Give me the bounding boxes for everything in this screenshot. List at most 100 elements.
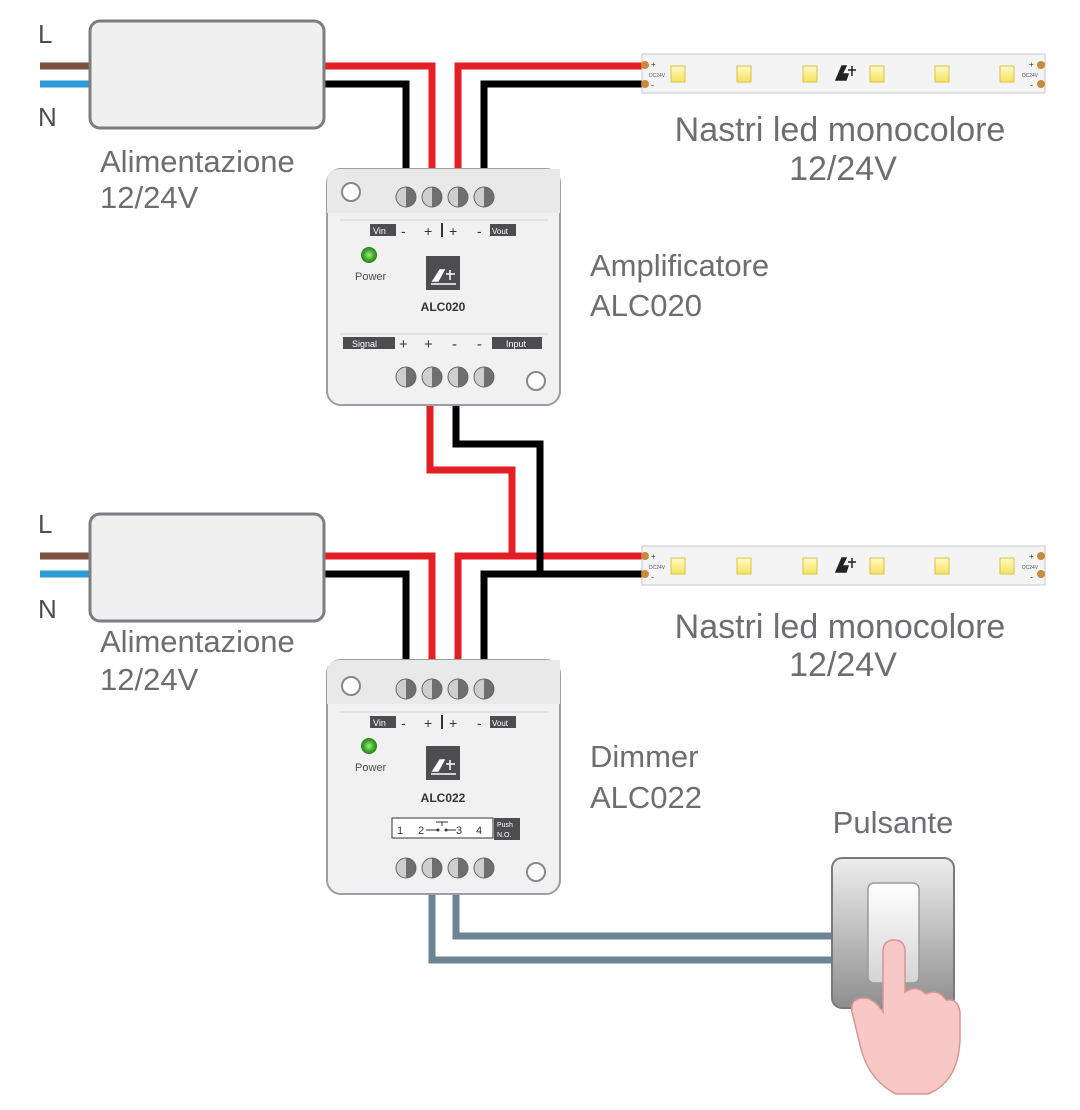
terminal-screw-icon bbox=[447, 857, 469, 879]
bottom-psu-plus-wire bbox=[323, 552, 436, 680]
bottom-strip-pad-right-minus bbox=[1037, 570, 1045, 578]
top-strip-left-plus: + bbox=[651, 60, 656, 69]
bottom-strip-label-2: 12/24V bbox=[789, 646, 897, 684]
terminal-screw-icon bbox=[447, 186, 469, 208]
led-chip bbox=[802, 65, 818, 83]
bottom-out-minus-wire bbox=[480, 570, 540, 680]
button-label: Pulsante bbox=[833, 805, 954, 840]
terminal-screw-icon bbox=[421, 678, 443, 700]
mount-hole-icon bbox=[526, 371, 546, 391]
led-chip bbox=[736, 65, 752, 83]
bottom-strip-right-minus: - bbox=[1030, 572, 1033, 582]
amplifier-divider bbox=[441, 223, 443, 237]
power-led-icon bbox=[361, 738, 377, 754]
signal-plus-wire bbox=[426, 400, 645, 560]
dimmer-push: Push bbox=[497, 822, 513, 829]
top-psu-plus-wire bbox=[323, 62, 436, 188]
amplifier-input: Input bbox=[506, 339, 527, 349]
top-l-label: L bbox=[38, 19, 52, 49]
led-chip bbox=[670, 65, 686, 83]
dimmer-vin-tag bbox=[370, 716, 396, 728]
top-led-strip: + - DC24V + - DC24V bbox=[641, 53, 1046, 94]
wires bbox=[40, 62, 840, 964]
led-chip bbox=[869, 557, 885, 575]
terminal-screw-icon bbox=[473, 857, 495, 879]
amplifier-input-tag bbox=[492, 337, 542, 349]
bottom-strip-pad-left-minus bbox=[641, 570, 649, 578]
amplifier-bottom-terminals bbox=[395, 366, 495, 388]
dimmer-vout-minus: - bbox=[477, 715, 482, 731]
bottom-strip-pad-left-plus bbox=[641, 552, 649, 560]
bottom-strip-label-1: Nastri led monocolore bbox=[675, 608, 1006, 646]
top-psu-label-2: 12/24V bbox=[100, 180, 199, 215]
dimmer-top-terminals bbox=[395, 678, 495, 700]
terminal-screw-icon bbox=[421, 186, 443, 208]
bottom-psu-box bbox=[88, 512, 326, 623]
dimmer-vout-plus: + bbox=[449, 715, 457, 731]
dimmer-title-1: Dimmer bbox=[590, 739, 699, 774]
top-strip-pad-left-plus bbox=[641, 61, 649, 69]
amplifier-power-label: Power bbox=[355, 271, 387, 283]
switch-contact bbox=[444, 828, 448, 832]
led-chip bbox=[934, 65, 950, 83]
signal-minus-wire bbox=[452, 400, 645, 578]
switch-contact bbox=[436, 828, 440, 832]
dimmer-pin-2: 2 bbox=[418, 825, 424, 837]
led-chip bbox=[802, 557, 818, 575]
amplifier-title-2: ALC020 bbox=[590, 288, 702, 323]
dimmer-pin-3: 3 bbox=[456, 825, 462, 837]
mount-hole-icon bbox=[341, 182, 361, 202]
dimmer-alc022: Vin - + + - Vout Power ALC022 1 2 3 4 Pu… bbox=[326, 659, 561, 895]
bottom-strip-left-plus: + bbox=[651, 552, 656, 561]
terminal-screw-icon bbox=[421, 366, 443, 388]
dimmer-push-box bbox=[391, 817, 494, 839]
bottom-n-label: N bbox=[38, 594, 57, 624]
led-chip bbox=[736, 557, 752, 575]
bottom-psu-label-2: 12/24V bbox=[100, 662, 199, 697]
top-strip-logo-icon bbox=[834, 65, 856, 81]
dimmer-vin-minus: - bbox=[401, 715, 406, 731]
amplifier-vout-tag bbox=[490, 224, 516, 236]
brand-logo-mark bbox=[431, 269, 456, 285]
top-psu-minus-wire bbox=[323, 80, 410, 188]
push-button bbox=[831, 857, 961, 1095]
terminal-screw-icon bbox=[395, 857, 417, 879]
top-strip-label-2: 12/24V bbox=[789, 150, 897, 188]
bottom-strip-chips bbox=[670, 557, 1015, 575]
amplifier-in-minus-2: - bbox=[477, 336, 482, 353]
amplifier-top-terminals bbox=[395, 186, 495, 208]
bottom-out-plus-wire bbox=[454, 552, 512, 680]
dimmer-vin: Vin bbox=[373, 718, 386, 728]
bottom-strip-right-plus: + bbox=[1029, 552, 1034, 561]
dimmer-pin-4: 4 bbox=[476, 825, 482, 837]
dimmer-bottom-terminals bbox=[395, 857, 495, 879]
amplifier-vin-plus: + bbox=[424, 223, 432, 239]
top-out-minus-wire bbox=[480, 80, 645, 188]
top-psu-label-1: Alimentazione bbox=[100, 144, 295, 179]
bottom-strip-left-minus: - bbox=[651, 572, 654, 582]
bottom-l-label: L bbox=[38, 509, 52, 539]
amplifier-alc020: Vin - + + - Vout Power ALC020 Signal + +… bbox=[326, 168, 561, 406]
top-strip-label-1: Nastri led monocolore bbox=[675, 111, 1006, 149]
mount-hole-icon bbox=[341, 676, 361, 696]
terminal-screw-icon bbox=[395, 186, 417, 208]
dimmer-title-2: ALC022 bbox=[590, 780, 702, 815]
dimmer-pin-1: 1 bbox=[397, 825, 403, 837]
amplifier-in-minus-1: - bbox=[452, 336, 457, 353]
bottom-led-strip: + - DC24V + - DC24V bbox=[641, 545, 1046, 586]
top-out-plus-wire bbox=[454, 62, 645, 188]
bottom-strip-pad-right-plus bbox=[1037, 552, 1045, 560]
amplifier-signal-tag bbox=[343, 337, 395, 349]
top-strip-left-volt: DC24V bbox=[649, 73, 666, 79]
dimmer-push-tag bbox=[494, 818, 520, 840]
dimmer-divider bbox=[441, 715, 443, 729]
pointing-hand-icon bbox=[851, 939, 961, 1095]
amplifier-vin-minus: - bbox=[401, 223, 406, 239]
led-chip bbox=[670, 557, 686, 575]
push-switch-symbol-icon bbox=[426, 821, 456, 831]
dimmer-vin-plus: + bbox=[424, 715, 432, 731]
amplifier-top-plate bbox=[327, 169, 560, 213]
top-strip-right-minus: - bbox=[1030, 80, 1033, 90]
amplifier-signal: Signal bbox=[352, 339, 377, 349]
